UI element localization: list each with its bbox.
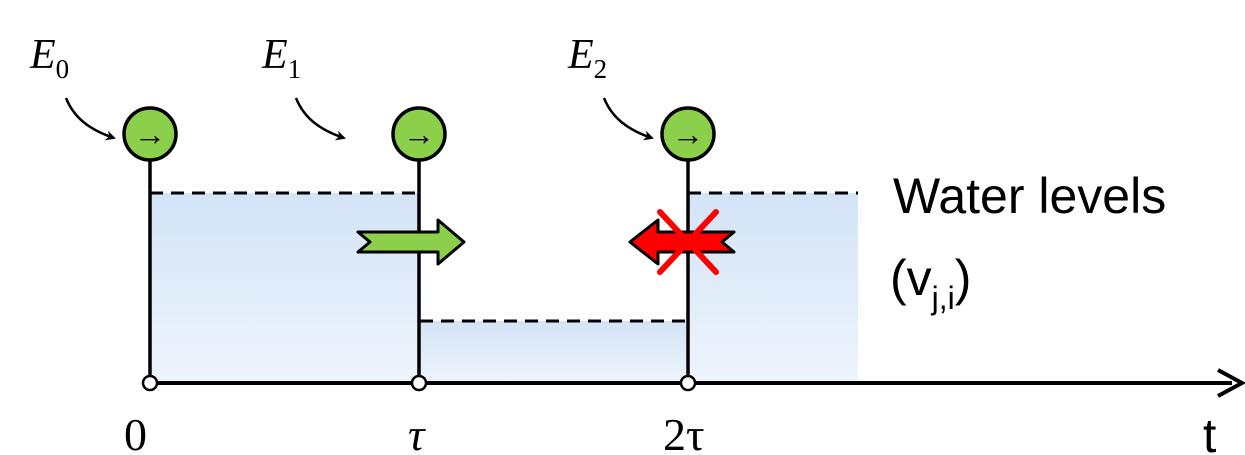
water-level-region-0 [150,193,418,383]
blocked-flow-icon [628,209,736,275]
axis-variable-label: t [1203,410,1216,455]
event-label-1: E1 [261,32,301,84]
water-level-region-1 [420,321,686,383]
event-node-0-arrow-icon: → [134,116,166,152]
time-axis-arrowhead [1217,368,1245,398]
axis-tick-1 [410,374,428,392]
event-node-0: → [122,106,178,162]
event-label-0: E0 [29,32,69,84]
pointer-arrow-2 [602,97,654,141]
axis-tick-0 [141,374,159,392]
legend-symbol: (vj,i) [890,250,971,316]
axis-tick-2 [679,374,697,392]
tick-label-0: 0 [124,409,147,455]
event-node-2: → [660,106,716,162]
right-arrow-icon [356,218,466,266]
event-node-1-arrow-icon: → [403,116,435,152]
legend-title: Water levels [893,168,1166,224]
water-level-region-2 [688,193,858,383]
tick-label-1: τ [408,409,426,455]
pointer-arrow-0 [64,97,116,141]
event-label-2: E2 [567,32,607,84]
event-node-1: → [391,106,447,162]
pointer-arrow-1 [294,97,346,141]
event-node-2-arrow-icon: → [672,116,704,152]
tick-label-2: 2τ [663,409,705,455]
